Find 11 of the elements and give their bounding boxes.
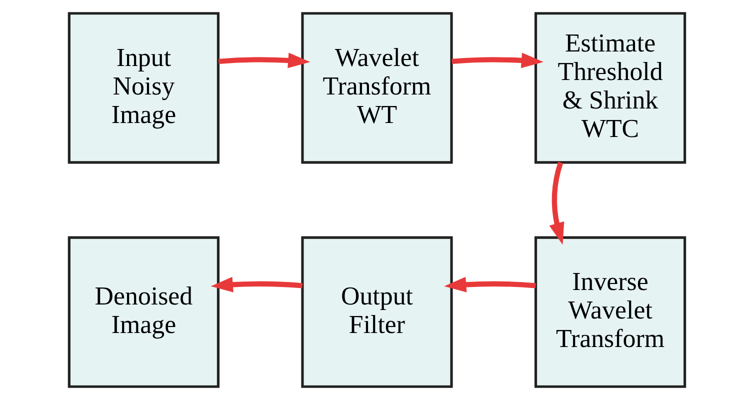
node-box: Output Filter	[300, 236, 452, 388]
node-box: Inverse Wavelet Transform	[534, 236, 686, 388]
node-box: Estimate Threshold & Shrink WTC	[534, 12, 686, 164]
arrow	[210, 276, 302, 292]
node-box: Wavelet Transform WT	[300, 12, 452, 164]
arrow	[218, 52, 310, 68]
arrow	[444, 276, 536, 292]
node-box: Denoised Image	[67, 236, 220, 388]
node-box: Input Noisy Image	[67, 12, 220, 164]
arrow	[451, 52, 543, 68]
arrow	[548, 162, 564, 245]
